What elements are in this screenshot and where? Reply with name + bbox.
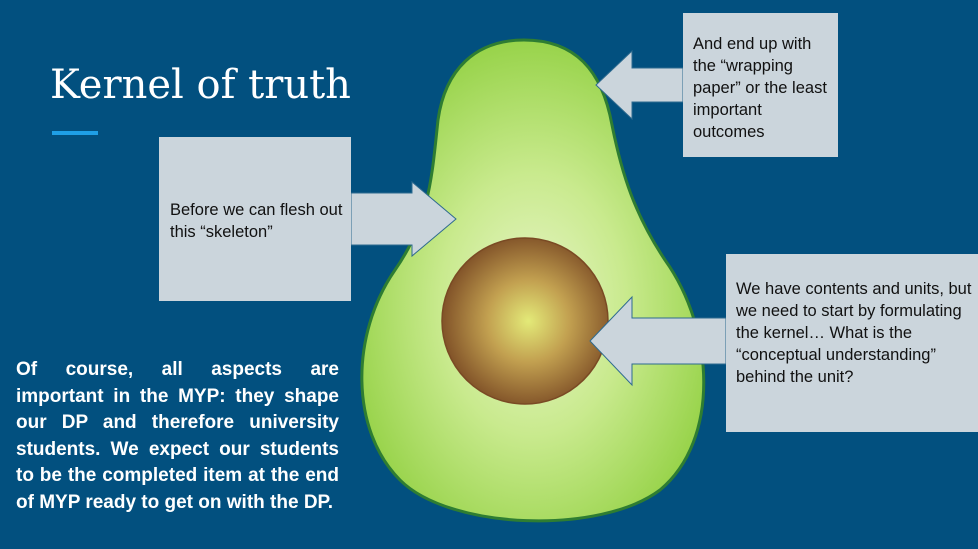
title-underline	[52, 131, 98, 135]
slide-title: Kernel of truth	[50, 62, 351, 108]
callout-wrapping-paper: And end up with the “wrapping paper” or …	[683, 13, 838, 157]
callout-wrapping-text: And end up with the “wrapping paper” or …	[693, 35, 827, 141]
callout-skeleton-text: Before we can flesh out this “skeleton”	[170, 201, 343, 241]
callout-kernel-text: We have contents and units, but we need …	[736, 280, 972, 386]
callout-kernel: We have contents and units, but we need …	[726, 254, 978, 432]
body-paragraph: Of course, all aspects are important in …	[16, 359, 339, 513]
avocado-pit	[441, 237, 609, 405]
callout-skeleton: Before we can flesh out this “skeleton”	[159, 137, 351, 301]
arrow-right-to-avocado	[350, 180, 457, 258]
arrow-left-to-top	[595, 49, 684, 121]
arrow-left-to-pit	[589, 295, 727, 387]
